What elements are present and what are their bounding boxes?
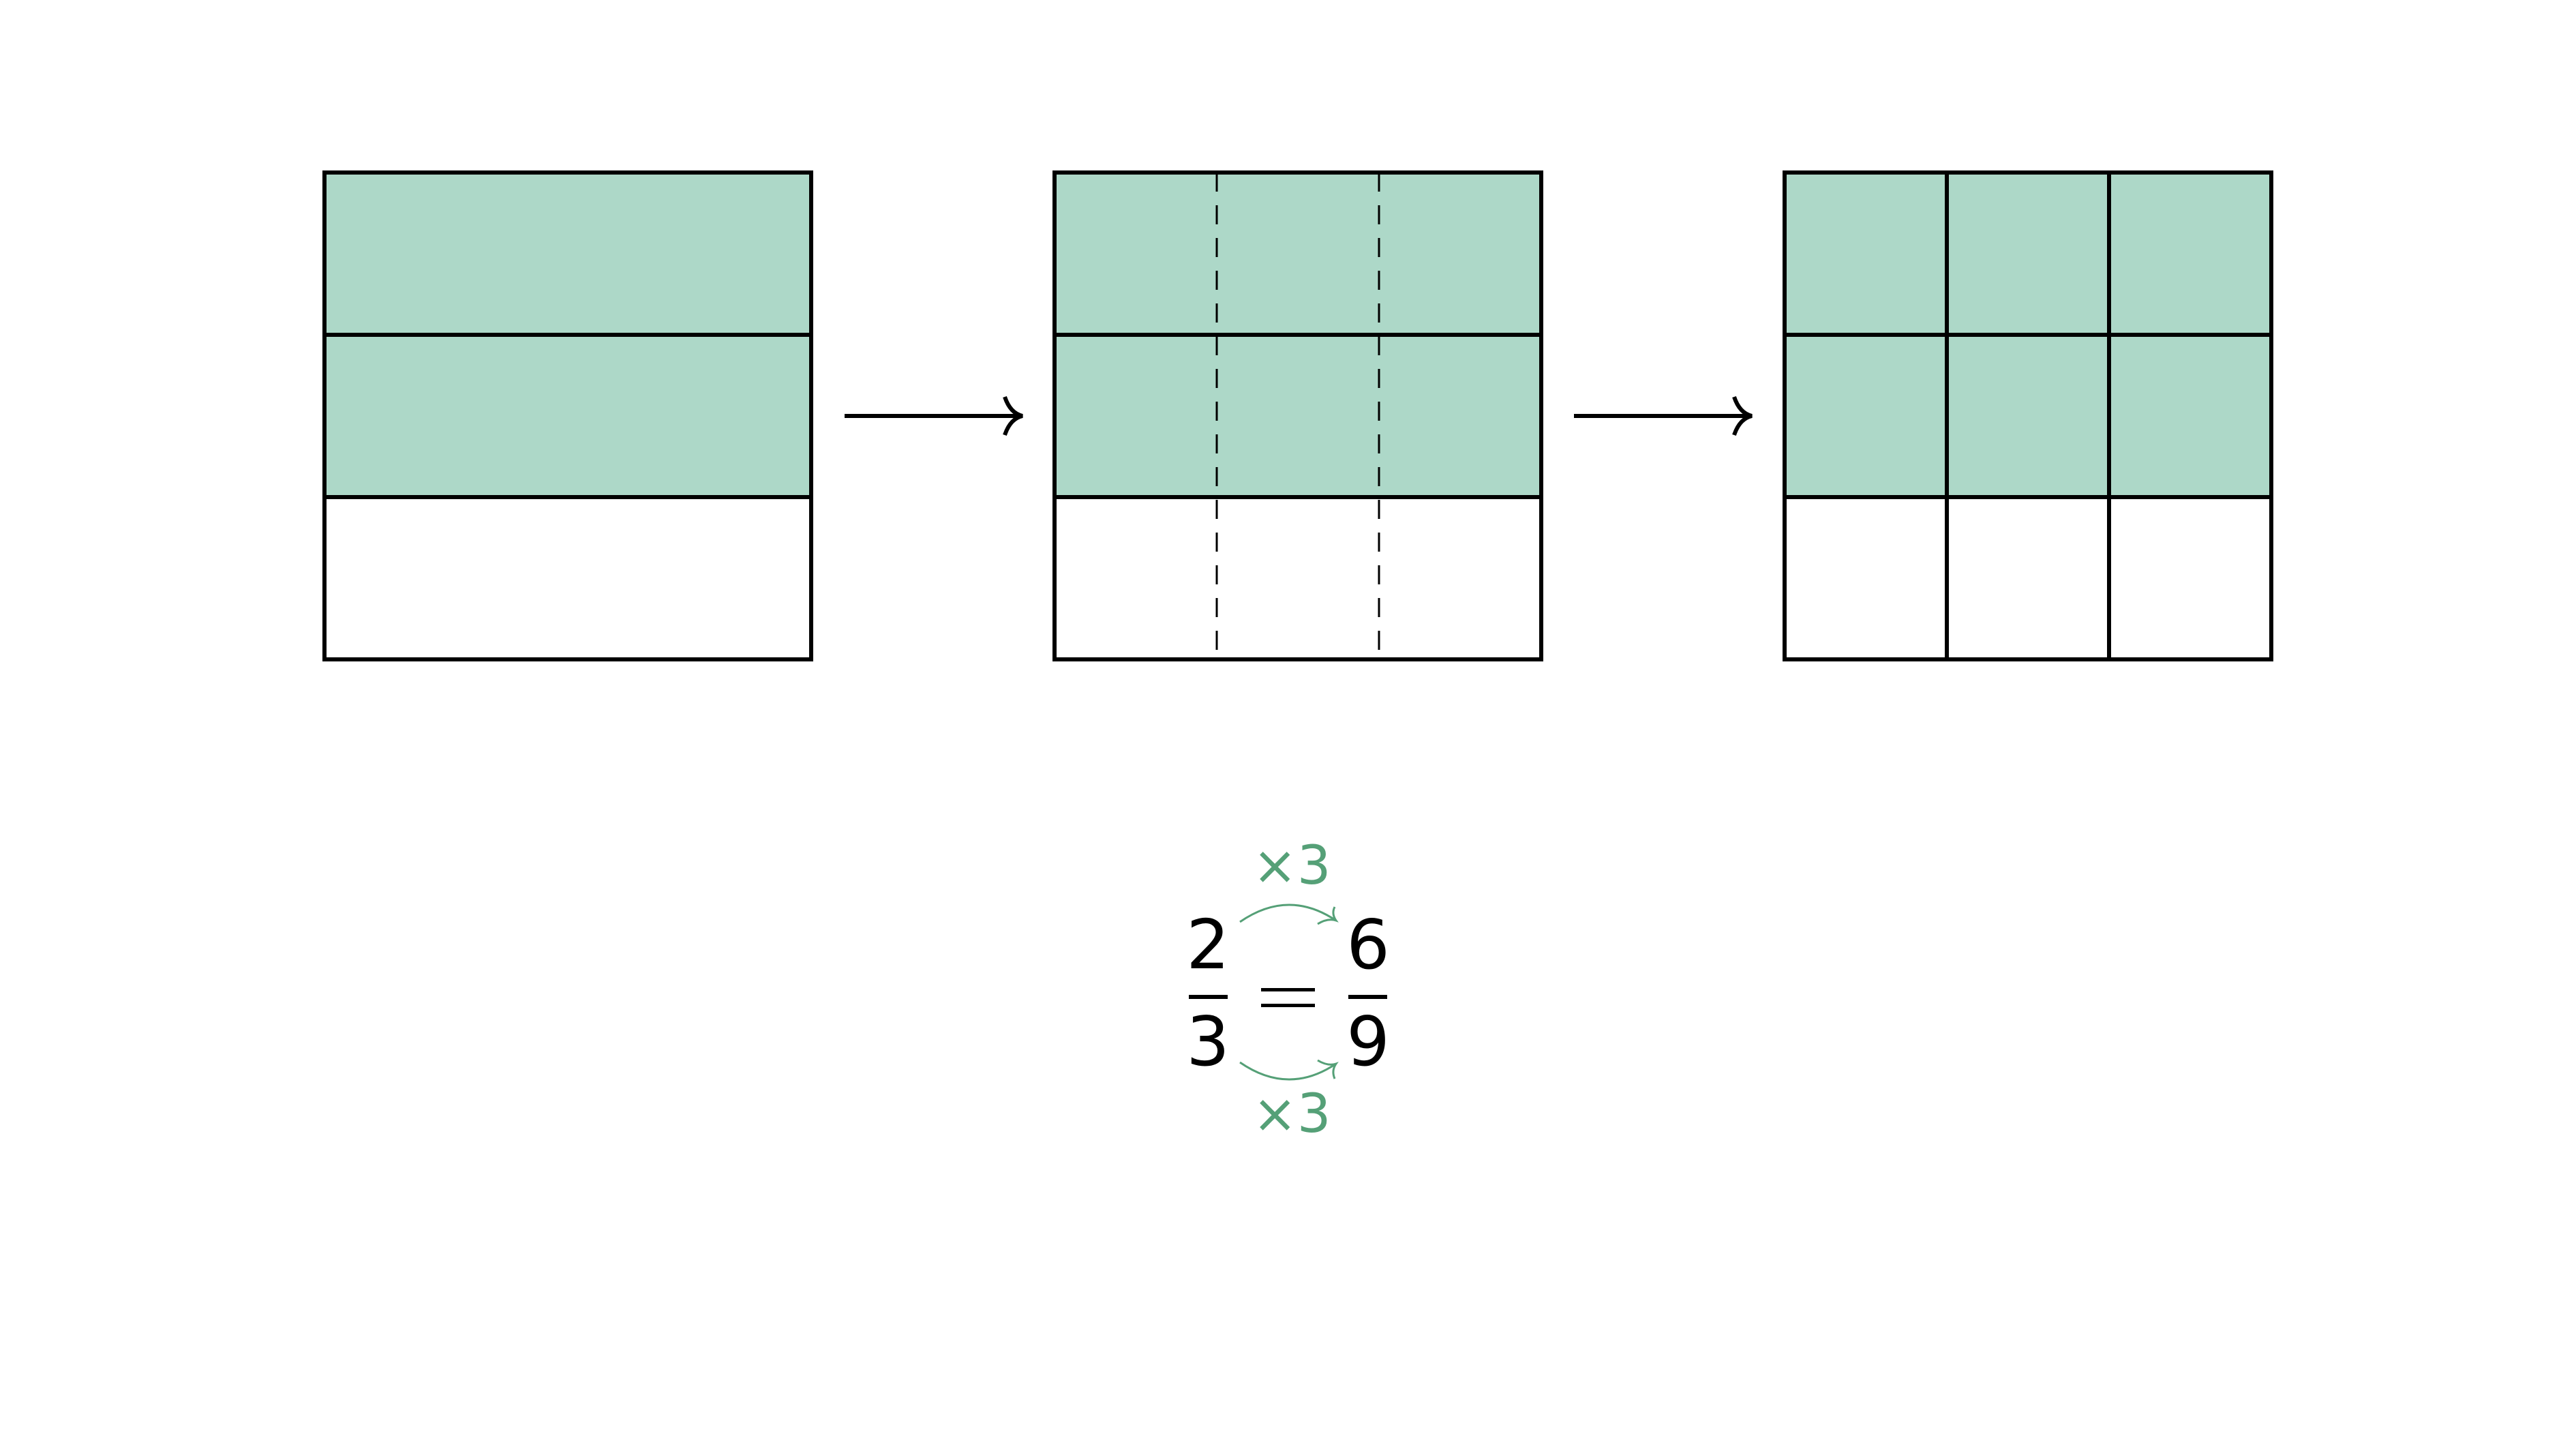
equals-sign-bottom [1261,1004,1315,1007]
right-numerator: 6 [1346,905,1390,985]
panel-border [1052,170,1543,661]
left-fraction-bar [1189,995,1228,999]
top-multiplier: ×3 [1253,835,1331,897]
right-fraction-bar [1348,995,1387,999]
arrow-2 [1574,395,1753,436]
equals-sign-top [1261,988,1315,991]
equation: 2 3 6 9 ×3 ×3 [1186,835,1390,1145]
left-denominator: 3 [1186,1002,1230,1081]
top-curved-arrow [1239,903,1339,925]
bottom-multiplier: ×3 [1253,1084,1331,1145]
bottom-curved-arrow [1239,1059,1339,1081]
left-numerator: 2 [1186,905,1230,985]
fraction-panel-1 [322,170,813,661]
arrow-1 [845,395,1023,436]
fraction-panel-2 [1052,170,1543,661]
fraction-panel-3 [1783,170,2273,661]
panel-border [322,170,813,661]
panel-border [1783,170,2273,661]
right-denominator: 9 [1346,1002,1390,1081]
